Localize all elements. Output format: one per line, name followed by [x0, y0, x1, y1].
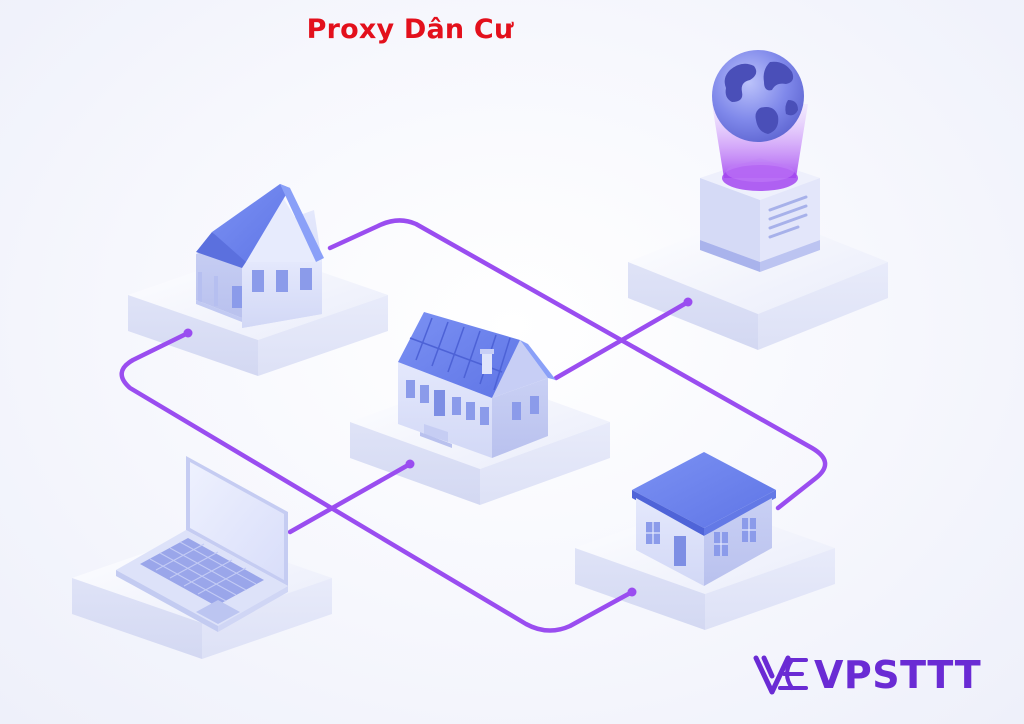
brand-name: VPSTTT — [814, 653, 982, 697]
connection-line-center-globe — [553, 299, 691, 381]
connection-lines — [119, 218, 828, 633]
house-icon — [398, 312, 556, 458]
globe-icon — [700, 50, 820, 272]
connection-line-laptop-center — [287, 461, 413, 535]
house-icon — [632, 452, 776, 586]
laptop-icon — [116, 456, 288, 632]
connection-dots — [183, 297, 693, 597]
brand-logo: VPSTTT — [752, 650, 1002, 702]
connection-line-bottom-loop — [119, 330, 635, 633]
vpsttt-logo-icon — [753, 655, 808, 695]
house-icon — [196, 184, 324, 328]
page-title: Proxy Dân Cư — [306, 14, 514, 45]
connection-line-top-loop — [327, 218, 828, 511]
